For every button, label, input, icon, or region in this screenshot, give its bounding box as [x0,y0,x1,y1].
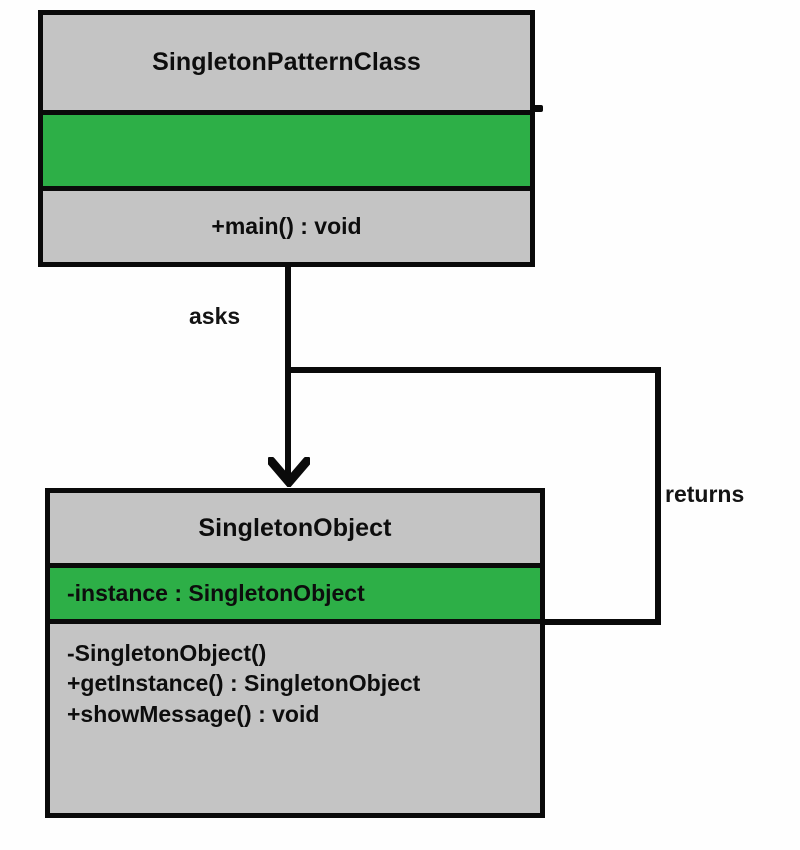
class-name-compartment: SingletonPatternClass [43,15,530,110]
returns-connector-segment-vertical [655,370,661,623]
arrowhead-down-icon [268,457,310,487]
class-box-singleton-object[interactable]: SingletonObject -instance : SingletonObj… [45,488,545,818]
asks-relationship-label: asks [189,303,241,329]
returns-connector-segment-bottom [541,619,661,625]
class-attributes-compartment [43,110,530,186]
method-line: +main() : void [211,213,362,240]
class-name-label: SingletonObject [198,513,392,542]
returns-relationship-label: returns [665,481,745,507]
method-line: -SingletonObject() [67,640,267,666]
class-box-singleton-pattern-class[interactable]: SingletonPatternClass +main() : void [38,10,535,267]
class-name-label: SingletonPatternClass [152,48,421,76]
attribute-line: -instance : SingletonObject [67,580,365,607]
class-name-compartment: SingletonObject [50,493,540,563]
connection-point-icon [533,105,543,112]
asks-connector-line [285,265,291,483]
empty-attributes-area [43,115,530,186]
class-methods-compartment: +main() : void [43,186,530,262]
class-attributes-compartment: -instance : SingletonObject [50,563,540,619]
method-line: +showMessage() : void [67,700,320,727]
returns-connector-segment-top [286,367,661,373]
method-line: +getInstance() : SingletonObject [67,670,421,697]
class-methods-compartment: -SingletonObject() +getInstance() : Sing… [50,619,540,813]
